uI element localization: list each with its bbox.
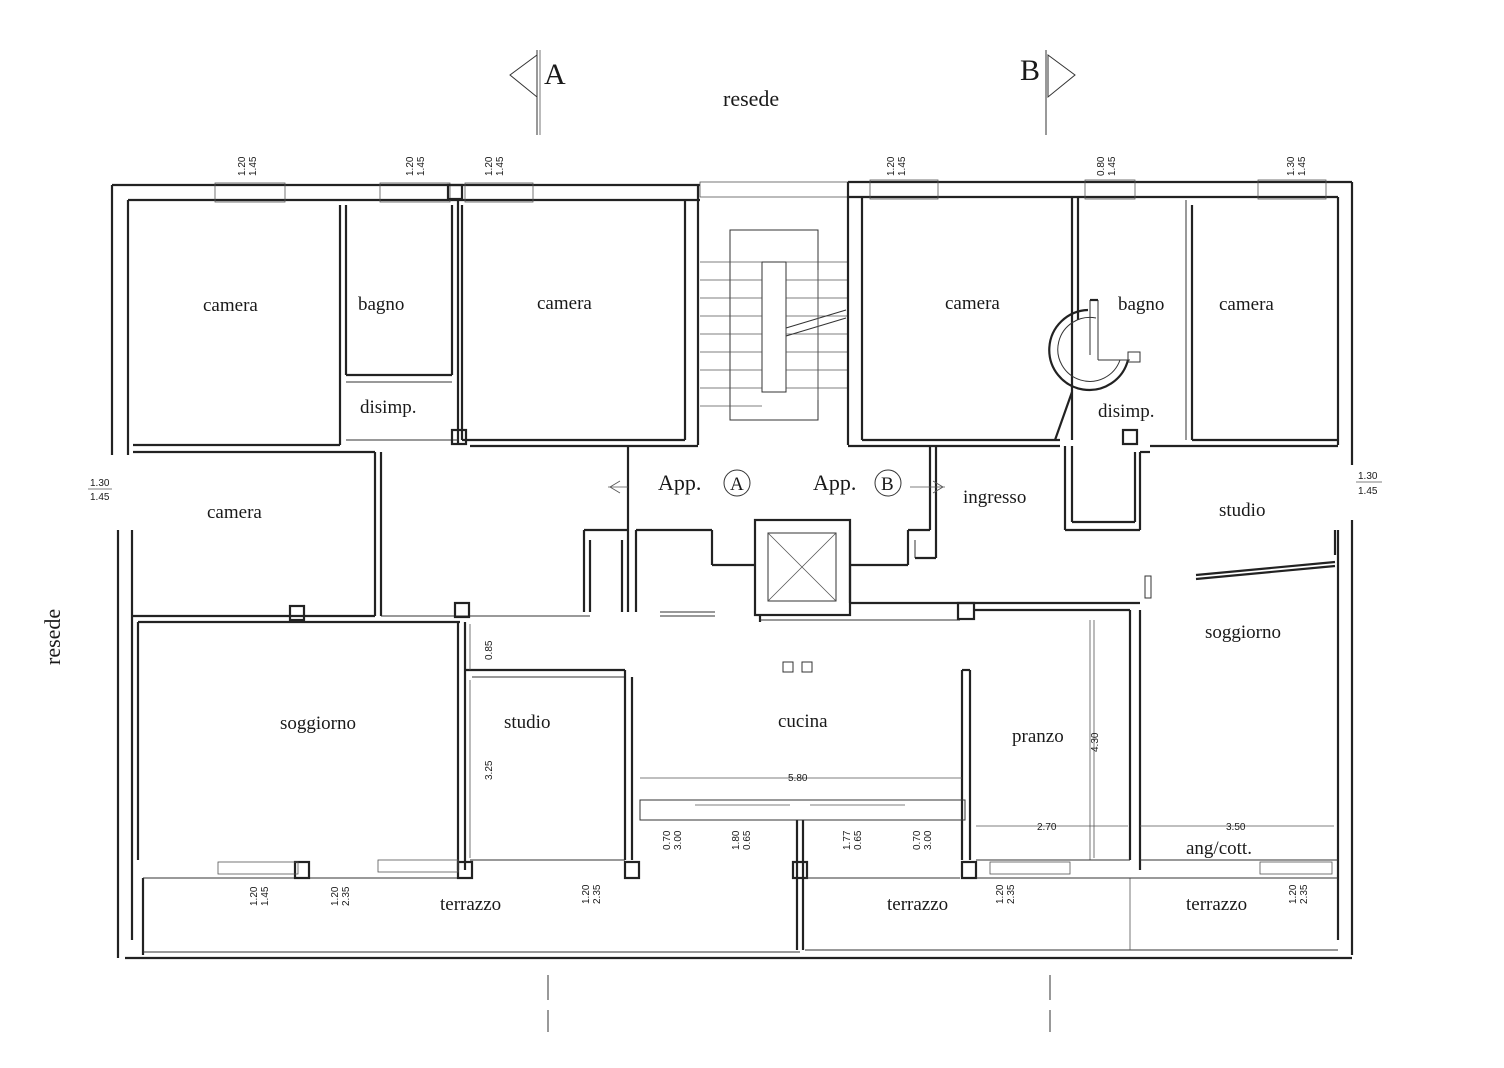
room-label-a-studio: studio: [504, 712, 550, 733]
svg-text:1.45: 1.45: [90, 492, 110, 503]
svg-text:1.45: 1.45: [1297, 156, 1308, 176]
room-dim-3-25: 3.25: [484, 760, 495, 780]
svg-text:0.80: 0.80: [1096, 156, 1107, 176]
svg-text:0.70: 0.70: [662, 830, 673, 850]
window-dim-w13: 1.80 0.65: [731, 830, 753, 850]
section-label-a: A: [544, 58, 566, 91]
svg-text:2.35: 2.35: [1006, 884, 1017, 904]
svg-text:0.65: 0.65: [742, 830, 753, 850]
window-dim-w12: 0.70 3.00: [662, 830, 684, 850]
room-label-terrazzo-1: terrazzo: [440, 894, 501, 915]
svg-text:1.20: 1.20: [1288, 884, 1299, 904]
window-dim-w16: 1.20 2.35: [995, 884, 1017, 904]
svg-text:1.20: 1.20: [330, 886, 341, 906]
window-dim-w17: 1.20 2.35: [1288, 884, 1310, 904]
room-label-b-disimp: disimp.: [1098, 401, 1154, 422]
outer-walls: [110, 180, 1354, 960]
apartment-a-walls: [133, 185, 755, 880]
room-label-b-ingresso: ingresso: [963, 487, 1026, 508]
svg-text:1.20: 1.20: [237, 156, 248, 176]
svg-text:2.35: 2.35: [1299, 884, 1310, 904]
room-label-a-cucina: cucina: [778, 711, 828, 732]
window-dim-w11: 1.20 2.35: [581, 884, 603, 904]
room-dim-2-70: 2.70: [1037, 822, 1057, 833]
svg-text:0.65: 0.65: [853, 830, 864, 850]
room-dim-3-50: 3.50: [1226, 822, 1246, 833]
svg-text:2.35: 2.35: [592, 884, 603, 904]
svg-text:2.35: 2.35: [341, 886, 352, 906]
room-label-terrazzo-3: terrazzo: [1186, 894, 1247, 915]
resede-top-label: resede: [723, 86, 779, 111]
svg-text:3.00: 3.00: [923, 830, 934, 850]
window-dim-w6: 1.30 1.45: [1286, 156, 1308, 176]
room-label-b-studio: studio: [1219, 500, 1265, 521]
window-dim-w3: 1.20 1.45: [484, 156, 506, 176]
room-label-b-angcott: ang/cott.: [1186, 838, 1252, 859]
svg-text:1.45: 1.45: [260, 886, 271, 906]
resede-left-label: resede: [40, 609, 65, 665]
room-label-a-disimp: disimp.: [360, 397, 416, 418]
svg-text:1.20: 1.20: [405, 156, 416, 176]
svg-text:1.20: 1.20: [995, 884, 1006, 904]
svg-text:1.20: 1.20: [581, 884, 592, 904]
window-dim-w1: 1.20 1.45: [237, 156, 259, 176]
elevator: [753, 518, 960, 622]
svg-text:1.20: 1.20: [484, 156, 495, 176]
svg-text:1.20: 1.20: [249, 886, 260, 906]
window-dim-w5: 0.80 1.45: [1096, 156, 1118, 176]
window-dim-w2: 1.20 1.45: [405, 156, 427, 176]
svg-text:1.45: 1.45: [1358, 486, 1378, 497]
apartment-a-label: App.: [658, 470, 701, 495]
room-dim-5-80: 5.80: [788, 773, 808, 784]
room-label-b-pranzo: pranzo: [1012, 726, 1064, 747]
room-dim-0-85: 0.85: [484, 640, 495, 660]
window-dim-w15: 0.70 3.00: [912, 830, 934, 850]
window-dim-w7: 1.30 1.45: [88, 478, 112, 503]
room-label-a-bagno: bagno: [358, 294, 404, 315]
room-labels: camera bagno camera disimp. camera soggi…: [203, 293, 1281, 915]
section-label-b: B: [1020, 54, 1040, 87]
svg-text:1.45: 1.45: [897, 156, 908, 176]
window-dim-w4: 1.20 1.45: [886, 156, 908, 176]
section-marker-a: A: [509, 50, 566, 1032]
svg-text:0.70: 0.70: [912, 830, 923, 850]
room-label-terrazzo-2: terrazzo: [887, 894, 948, 915]
svg-text:1.77: 1.77: [842, 830, 853, 850]
window-dim-w8: 1.30 1.45: [1356, 471, 1382, 497]
room-dim-4-30: 4.30: [1090, 732, 1101, 752]
room-label-b-camera-1: camera: [945, 293, 1000, 314]
window-dim-w14: 1.77 0.65: [842, 830, 864, 850]
room-label-a-camera-1: camera: [203, 295, 258, 316]
apartment-b-letter: B: [881, 474, 894, 495]
svg-text:1.30: 1.30: [90, 478, 110, 489]
svg-text:1.30: 1.30: [1358, 471, 1378, 482]
room-dimension-labels: 0.85 3.25 5.80 4.30 2.70 3.50: [484, 640, 1246, 833]
svg-text:1.45: 1.45: [416, 156, 427, 176]
svg-text:1.45: 1.45: [1107, 156, 1118, 176]
staircase: [700, 229, 848, 421]
room-label-a-soggiorno: soggiorno: [280, 713, 356, 734]
apartment-labels: App. A App. B: [608, 469, 945, 497]
svg-text:1.45: 1.45: [248, 156, 259, 176]
windows-top: [214, 179, 1327, 203]
apartment-a-letter: A: [730, 474, 744, 495]
room-label-b-camera-2: camera: [1219, 294, 1274, 315]
apartment-b-label: App.: [813, 470, 856, 495]
apartment-b-walls: [639, 182, 1338, 950]
room-label-a-camera-3: camera: [207, 502, 262, 523]
svg-text:3.00: 3.00: [673, 830, 684, 850]
room-label-b-soggiorno: soggiorno: [1205, 622, 1281, 643]
svg-text:1.20: 1.20: [886, 156, 897, 176]
dimension-lines: [469, 620, 1334, 858]
room-label-b-bagno: bagno: [1118, 294, 1164, 315]
svg-text:1.80: 1.80: [731, 830, 742, 850]
svg-text:1.45: 1.45: [495, 156, 506, 176]
room-label-a-camera-2: camera: [537, 293, 592, 314]
svg-text:1.30: 1.30: [1286, 156, 1297, 176]
window-dim-w10: 1.20 2.35: [330, 886, 352, 906]
section-marker-b: B: [1020, 50, 1076, 1032]
window-dim-w9: 1.20 1.45: [249, 886, 271, 906]
window-dimension-labels: 1.20 1.45 1.20 1.45 1.20 1.45 1.20 1.45 …: [88, 156, 1382, 906]
